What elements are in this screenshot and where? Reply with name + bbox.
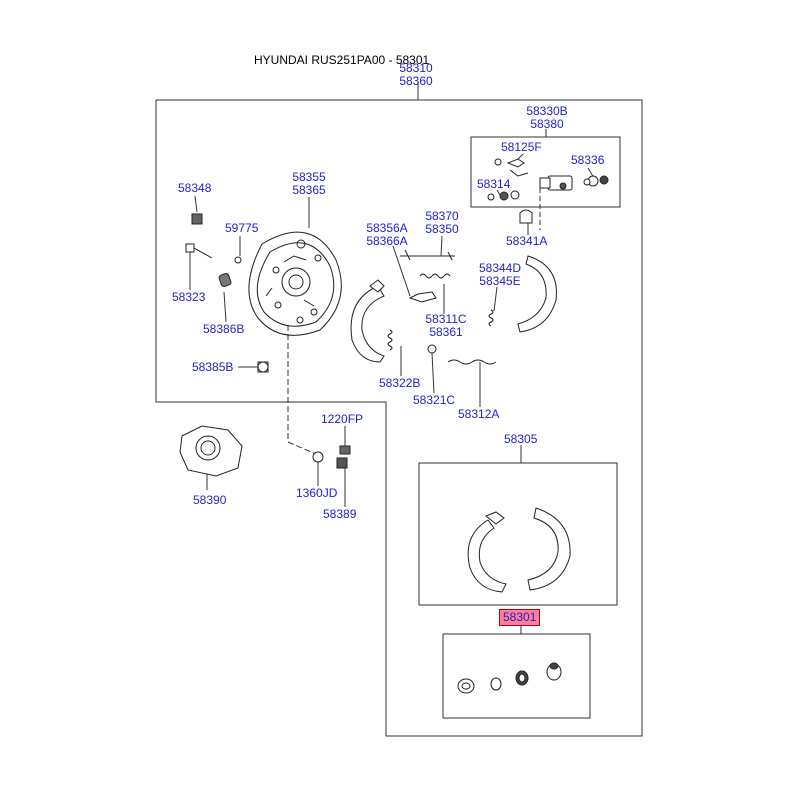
part-number[interactable]: 58361 [429, 325, 463, 339]
part-label-58341A[interactable]: 58341A [506, 234, 548, 248]
part-label-58311C-58361[interactable]: 58311C 58361 [425, 313, 466, 339]
part-number[interactable]: 58350 [425, 222, 459, 236]
part-label-58370-58350[interactable]: 58370 58350 [425, 210, 458, 236]
brake-shoe-right [517, 255, 557, 333]
part-number[interactable]: 58370 [425, 209, 459, 223]
shoe-kit-drawing [467, 507, 571, 593]
part-label-58125F[interactable]: 58125F [501, 140, 542, 154]
part-number[interactable]: 58345E [479, 274, 521, 288]
part-number[interactable]: 58344D [478, 261, 522, 275]
part-label-58310-58360[interactable]: 58310 58360 [399, 62, 432, 88]
assembly-outline [155, 99, 643, 737]
part-number[interactable]: 58356A [366, 221, 408, 235]
part-label-58336[interactable]: 58336 [571, 153, 605, 167]
part-label-58386B[interactable]: 58386B [203, 322, 245, 336]
part-label-58330B-58380[interactable]: 58330B 58380 [526, 105, 567, 131]
diagram-title: HYUNDAI RUS251PA00 - 58301 [254, 53, 430, 67]
part-label-58389[interactable]: 58389 [323, 507, 357, 521]
part-number[interactable]: 58310 [399, 61, 433, 75]
part-label-58314[interactable]: 58314 [477, 177, 511, 191]
part-label-58355-58365[interactable]: 58355 58365 [292, 171, 325, 197]
brake-shoe-left [350, 279, 385, 363]
part-label-1360JD[interactable]: 1360JD [296, 486, 338, 500]
part-label-58322B[interactable]: 58322B [379, 376, 421, 390]
part-number[interactable]: 58355 [292, 170, 326, 184]
wheel-cylinder-parts [487, 158, 609, 224]
part-label-58321C[interactable]: 58321C [413, 393, 456, 407]
part-label-58344D-58345E[interactable]: 58344D 58345E [479, 262, 521, 288]
part-number[interactable]: 58311C [425, 312, 467, 326]
part-label-58390[interactable]: 58390 [193, 493, 227, 507]
part-label-58356A-58366A[interactable]: 58356A 58366A [366, 222, 407, 248]
part-number[interactable]: 58365 [292, 183, 326, 197]
part-number[interactable]: 58360 [399, 74, 433, 88]
part-label-58385B[interactable]: 58385B [192, 360, 234, 374]
part-label-58312A[interactable]: 58312A [458, 407, 500, 421]
backing-plate [248, 231, 342, 336]
springs [387, 249, 497, 365]
bottom-parts [179, 425, 351, 477]
shoe-kit-box [418, 462, 618, 606]
repair-kit-box [442, 633, 591, 719]
bolt-parts [185, 213, 269, 373]
part-label-59775[interactable]: 59775 [225, 221, 259, 235]
part-number[interactable]: 58366A [366, 234, 408, 248]
repair-kit-drawing [457, 662, 562, 694]
part-label-58305[interactable]: 58305 [504, 432, 538, 446]
part-number[interactable]: 58330B [526, 104, 568, 118]
part-label-58348[interactable]: 58348 [178, 181, 212, 195]
part-label-58301-highlighted[interactable]: 58301 [499, 609, 541, 626]
part-label-1220FP[interactable]: 1220FP [321, 412, 364, 426]
part-label-58323[interactable]: 58323 [172, 290, 206, 304]
part-number[interactable]: 58380 [530, 117, 564, 131]
